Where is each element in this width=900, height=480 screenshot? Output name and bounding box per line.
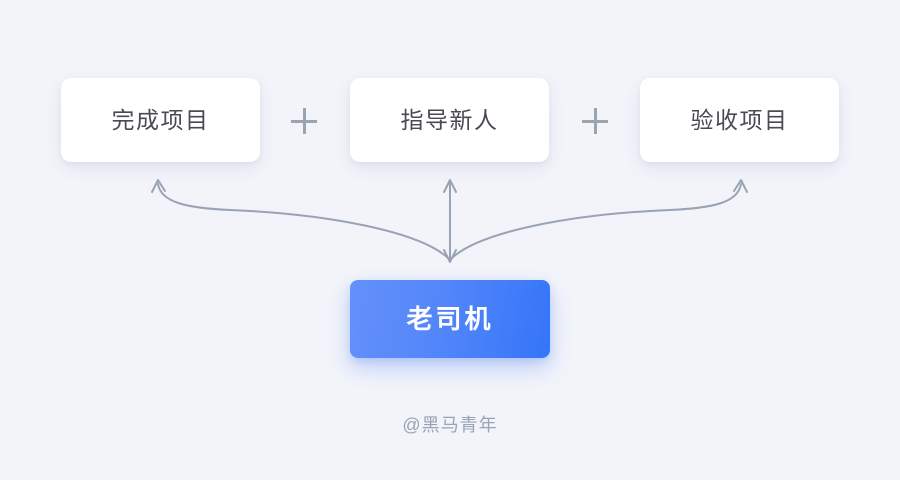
input-card-label: 指导新人: [400, 106, 499, 133]
input-card-complete-project[interactable]: 完成项目: [61, 78, 260, 162]
watermark-credit: @黑马青年: [402, 415, 498, 435]
input-card-accept-project[interactable]: 验收项目: [640, 78, 839, 162]
center-bottom-arrowhead-icon: [443, 249, 457, 263]
right-connector-curve: [451, 183, 742, 259]
result-badge-veteran[interactable]: 老司机: [350, 280, 550, 358]
left-arrowhead-icon: [151, 179, 166, 193]
result-badge-label: 老司机: [406, 304, 494, 334]
center-top-arrowhead-icon: [443, 179, 457, 193]
plus-icon: [291, 108, 317, 134]
left-connector-curve: [157, 183, 449, 259]
input-card-mentor-newcomers[interactable]: 指导新人: [350, 78, 549, 162]
plus-icon: [582, 108, 608, 134]
input-card-label: 验收项目: [690, 106, 789, 133]
input-card-label: 完成项目: [111, 106, 210, 133]
right-arrowhead-icon: [733, 179, 748, 193]
